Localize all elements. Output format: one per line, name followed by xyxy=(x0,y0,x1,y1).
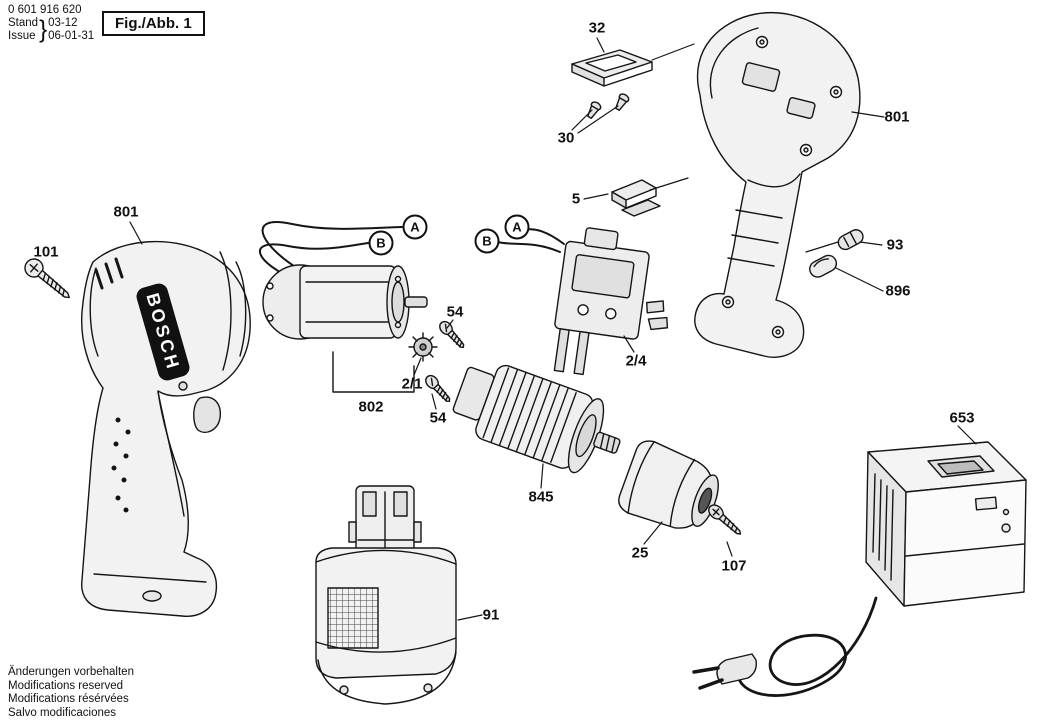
power-cord xyxy=(736,596,878,697)
power-plug xyxy=(692,653,758,690)
screw-part-107 xyxy=(708,504,742,535)
callout-101: 101 xyxy=(33,243,59,261)
drill-part-801: BOSCH xyxy=(80,240,251,617)
switch-part-2-4 xyxy=(553,227,669,376)
bosch-logo: BOSCH xyxy=(136,283,190,381)
clip-part-32 xyxy=(571,49,653,87)
part-number: 0 601 916 620 xyxy=(8,4,82,16)
stand-label: Stand xyxy=(8,17,39,29)
wire-marker-a-motor: A xyxy=(402,214,428,240)
screw-part-54-upper xyxy=(439,320,465,349)
callout-653: 653 xyxy=(949,409,975,427)
battery-part-91 xyxy=(315,485,457,705)
issue-value: 06-01-31 xyxy=(48,30,95,42)
callout-5: 5 xyxy=(571,190,581,208)
wire-marker-a-switch: A xyxy=(504,214,530,240)
clutch-part-845 xyxy=(452,364,621,474)
callout-801-housing: 801 xyxy=(884,108,910,126)
stand-value: 03-12 xyxy=(48,17,78,29)
switch-wire-b xyxy=(497,241,561,253)
callout-802: 802 xyxy=(358,398,384,416)
footer-notice: Änderungen vorbehalten Modifications res… xyxy=(8,666,134,720)
wire-marker-b-motor: B xyxy=(368,230,394,256)
callout-54-lower: 54 xyxy=(429,409,447,427)
revision-brace: } xyxy=(39,15,48,44)
wire-marker-b-switch: B xyxy=(474,228,500,254)
leader-lines xyxy=(129,37,977,621)
footer-line-de: Änderungen vorbehalten xyxy=(8,666,134,678)
issue-label: Issue xyxy=(8,30,36,42)
callout-91: 91 xyxy=(482,606,500,624)
callout-801-drill: 801 xyxy=(113,203,139,221)
motor-part-802 xyxy=(258,221,428,340)
callout-93: 93 xyxy=(886,236,904,254)
switch-wire-a xyxy=(527,228,565,245)
screws-part-30 xyxy=(587,93,630,119)
callout-25: 25 xyxy=(631,544,649,562)
revision-block: Stand Issue } 03-12 06-01-31 xyxy=(8,17,94,43)
callout-32: 32 xyxy=(588,19,606,37)
callout-845: 845 xyxy=(528,488,554,506)
charger-part-653 xyxy=(692,441,1027,697)
footer-line-fr: Modifications résérvées xyxy=(8,693,129,705)
footer-line-es: Salvo modificaciones xyxy=(8,706,117,719)
cap-part-93 xyxy=(837,229,864,251)
screw-part-54-lower xyxy=(425,374,451,403)
figure-label: Fig./Abb. 1 xyxy=(102,11,205,36)
callout-2-4: 2/4 xyxy=(625,352,647,370)
callout-54-upper: 54 xyxy=(446,303,464,321)
housing-shell-part-801 xyxy=(694,12,861,358)
callout-2-1: 2/1 xyxy=(401,375,423,393)
callout-896: 896 xyxy=(885,282,911,300)
screw-part-101 xyxy=(24,258,70,299)
callout-30: 30 xyxy=(557,129,575,147)
chuck-part-25 xyxy=(618,440,719,529)
gear-part-2-1 xyxy=(408,332,438,362)
button-part-5 xyxy=(611,179,661,217)
footer-line-en: Modifications reserved xyxy=(8,679,124,692)
callout-107: 107 xyxy=(721,557,747,575)
clip-part-896 xyxy=(809,254,838,278)
bracket-802 xyxy=(332,351,415,393)
